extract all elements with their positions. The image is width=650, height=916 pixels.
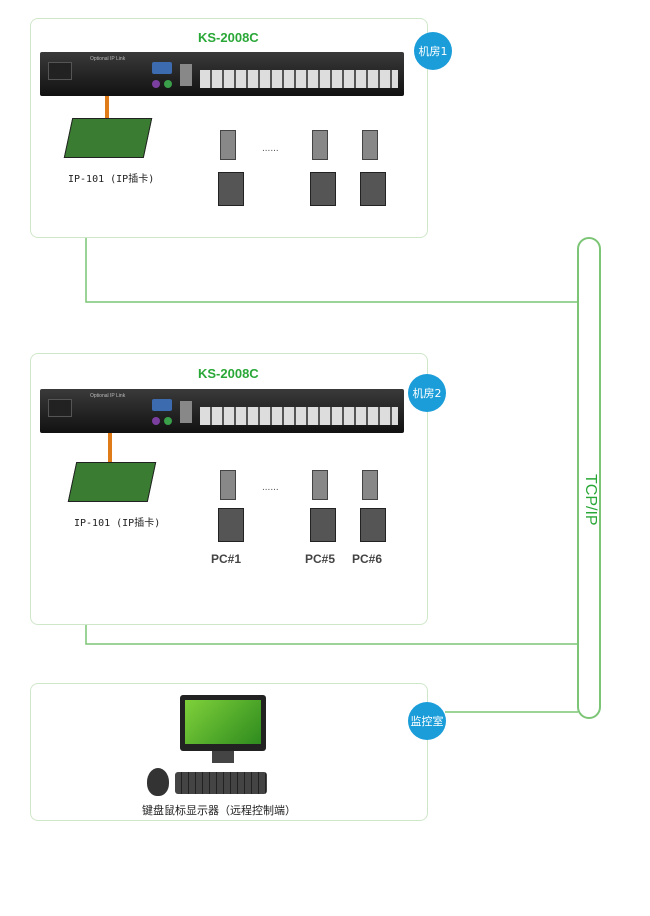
monitor-stand: [212, 751, 234, 763]
room2-pc-label-1: PC#1: [211, 552, 242, 566]
monitor-display: [185, 700, 261, 744]
room1-model-title: KS-2008C: [198, 30, 259, 45]
room2-pc-2: [310, 508, 336, 542]
room1-pc-2: [310, 172, 336, 206]
monitor-room-label: 键盘鼠标显示器（远程控制端）: [142, 804, 296, 817]
tcpip-backbone: [577, 237, 601, 719]
room2-pc-1: [218, 508, 244, 542]
room2-dongle-1: [220, 470, 236, 500]
monitor-room-badge: 监控室: [408, 702, 446, 740]
room2-ip-card: [67, 462, 157, 502]
room1-badge: 机房1: [414, 32, 452, 70]
mouse-icon: [147, 768, 169, 796]
room2-model-title: KS-2008C: [198, 366, 259, 381]
ps2-port-green: [164, 80, 172, 88]
power-socket: [48, 399, 72, 417]
room2-kvm-switch: Optional IP Link: [40, 389, 404, 433]
room2-card-label: IP-101 (IP插卡): [74, 518, 161, 529]
room1-card-cable: [105, 96, 109, 118]
room2-badge: 机房2: [408, 374, 446, 412]
rj45-port-bank: [200, 70, 398, 88]
switch-label: Optional IP Link: [90, 393, 126, 399]
room1-kvm-switch: Optional IP Link: [40, 52, 404, 96]
usb-ports: [180, 401, 192, 423]
room1-ip-card: [63, 118, 153, 158]
rj45-port-bank: [200, 407, 398, 425]
room1-dongle-3: [362, 130, 378, 160]
monitor-screen: [180, 695, 266, 751]
room1-pc-1: [218, 172, 244, 206]
room2-pc-label-2: PC#5: [305, 552, 336, 566]
room2-dongle-3: [362, 470, 378, 500]
ps2-port-green: [164, 417, 172, 425]
room1-dongle-2: [312, 130, 328, 160]
room2-dongle-2: [312, 470, 328, 500]
switch-label: Optional IP Link: [90, 56, 126, 62]
power-socket: [48, 62, 72, 80]
room2-card-cable: [108, 433, 112, 463]
tcpip-label: TCP/IP: [582, 474, 599, 526]
usb-ports: [180, 64, 192, 86]
room1-dots: ......: [262, 143, 279, 154]
keyboard-icon: [175, 772, 267, 794]
vga-port: [152, 399, 172, 411]
room2-dots: ......: [262, 482, 279, 493]
room2-pc-3: [360, 508, 386, 542]
ps2-port-purple: [152, 80, 160, 88]
room1-pc-3: [360, 172, 386, 206]
vga-port: [152, 62, 172, 74]
ps2-port-purple: [152, 417, 160, 425]
room2-pc-label-3: PC#6: [352, 552, 383, 566]
room1-dongle-1: [220, 130, 236, 160]
room1-card-label: IP-101 (IP插卡): [68, 174, 155, 185]
